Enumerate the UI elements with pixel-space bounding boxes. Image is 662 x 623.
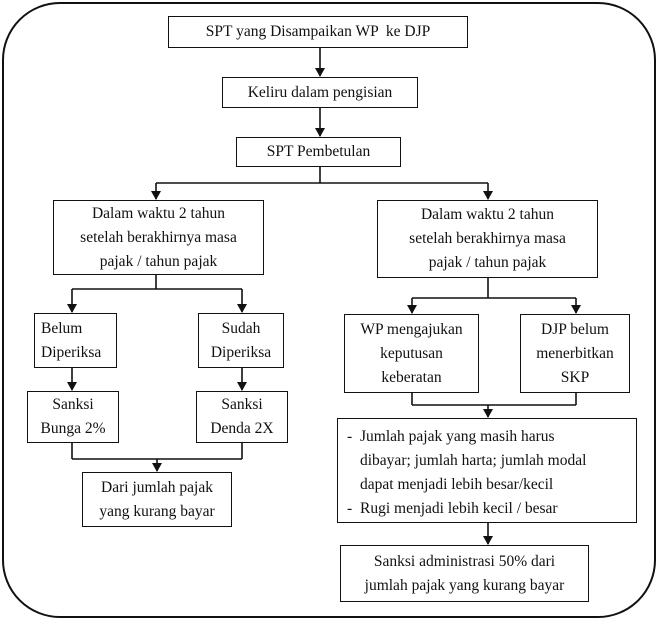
dari-jumlah-line-2: yang kurang bayar xyxy=(99,502,215,520)
left-period-line-1: Dalam waktu 2 tahun xyxy=(91,204,225,222)
spt-pembetulan-text: SPT Pembetulan xyxy=(266,143,371,160)
sanksi-bunga-box: Sanksi Bunga 2% xyxy=(27,391,119,443)
djp-line-1: DJP belum xyxy=(541,320,609,338)
bullet-dash: - xyxy=(347,500,353,517)
djp-belum-box: DJP belum menerbitkan SKP xyxy=(520,314,630,393)
sanksi-denda-box: Sanksi Denda 2X xyxy=(196,391,288,443)
djp-line-3: SKP xyxy=(560,368,590,386)
dari-jumlah-box: Dari jumlah pajak yang kurang bayar xyxy=(82,472,232,527)
right-period-line-3: pajak / tahun pajak xyxy=(428,254,547,271)
spt-pembetulan-box: SPT Pembetulan xyxy=(236,137,401,167)
list-item-1-line-3: dapat menjadi lebih besar/kecil xyxy=(360,476,554,493)
list-item-2: - Rugi menjadi lebih kecil / besar xyxy=(338,497,636,521)
belum-line-2: Diperiksa xyxy=(41,343,102,361)
right-period-box: Dalam waktu 2 tahun setelah berakhirnya … xyxy=(377,200,598,278)
list-item-2-text: Rugi menjadi lebih kecil / besar xyxy=(360,500,558,517)
dari-jumlah-line-1: Dari jumlah pajak xyxy=(101,478,213,496)
keliru-box: Keliru dalam pengisian xyxy=(222,77,418,108)
sanksi-admin-line-2: jumlah pajak yang kurang bayar xyxy=(364,576,565,594)
left-period-line-3: pajak / tahun pajak xyxy=(99,252,218,270)
right-period-line-1: Dalam waktu 2 tahun xyxy=(420,206,554,223)
denda-line-2: Denda 2X xyxy=(210,420,274,437)
list-item-1-cont-b: dapat menjadi lebih besar/kecil xyxy=(338,473,636,497)
left-period-line-2: setelah berakhirnya masa xyxy=(80,228,237,246)
wp-line-3: keberatan xyxy=(381,368,442,386)
sudah-diperiksa-box: Sudah Diperiksa xyxy=(198,313,284,368)
list-item-1-line-1: Jumlah pajak yang masih harus xyxy=(360,428,555,445)
keliru-text: Keliru dalam pengisian xyxy=(247,83,393,101)
rounded-frame xyxy=(2,2,656,618)
spt-submitted-box: SPT yang Disampaikan WP ke DJP xyxy=(168,16,468,48)
sanksi-admin-box: Sanksi administrasi 50% dari jumlah paja… xyxy=(340,545,589,602)
jumlah-list-box: - Jumlah pajak yang masih harus dibayar;… xyxy=(337,418,637,523)
sanksi-admin-line-1: Sanksi administrasi 50% dari xyxy=(373,552,556,570)
sudah-line-1: Sudah xyxy=(221,319,261,337)
bunga-line-1: Sanksi xyxy=(52,396,94,413)
belum-line-1: Belum xyxy=(41,319,83,337)
djp-line-2: menerbitkan xyxy=(536,344,614,362)
right-period-line-2: setelah berakhirnya masa xyxy=(409,230,566,247)
wp-line-2: keputusan xyxy=(380,344,443,362)
list-item-1-cont-a: dibayar; jumlah harta; jumlah modal xyxy=(338,449,636,473)
list-item-1: - Jumlah pajak yang masih harus xyxy=(338,425,636,449)
list-item-1-line-2: dibayar; jumlah harta; jumlah modal xyxy=(360,452,587,469)
wp-keberatan-box: WP mengajukan keputusan keberatan xyxy=(344,314,479,393)
spt-submitted-text: SPT yang Disampaikan WP ke DJP xyxy=(205,23,431,40)
left-period-box: Dalam waktu 2 tahun setelah berakhirnya … xyxy=(53,200,264,275)
sudah-line-2: Diperiksa xyxy=(210,343,272,361)
denda-line-1: Sanksi xyxy=(221,396,263,413)
belum-diperiksa-box: Belum Diperiksa xyxy=(34,313,117,368)
bunga-line-2: Bunga 2% xyxy=(40,420,106,437)
bullet-dash: - xyxy=(347,428,353,445)
wp-line-1: WP mengajukan xyxy=(360,320,463,338)
